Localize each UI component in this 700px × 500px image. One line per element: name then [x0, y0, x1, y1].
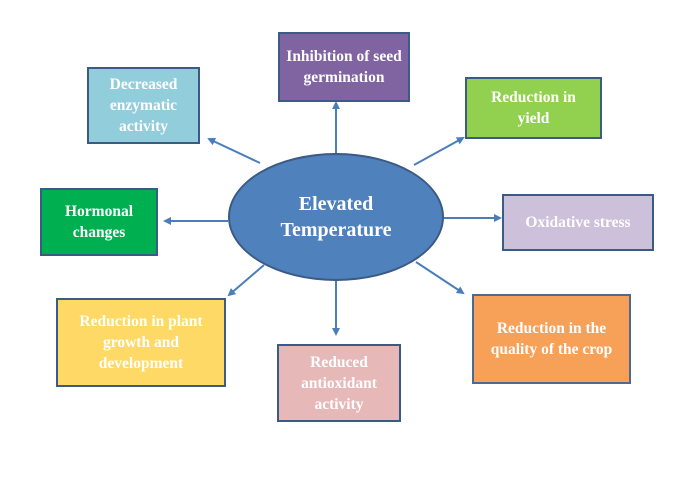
- effect-label: Hormonal changes: [64, 203, 134, 241]
- center-label-line2: Temperature: [280, 219, 392, 241]
- effect-label: Reduction in the quality of the crop: [490, 320, 613, 358]
- effect-label: Reduction in yield: [491, 89, 576, 127]
- effect-box-inhibition-of-seed-germination: Inhibition of seed germination: [278, 32, 410, 102]
- center-node-elevated-temperature: Elevated Temperature: [228, 153, 444, 281]
- effect-box-decreased-enzymatic-activity: Decreased enzymatic activity: [87, 67, 200, 144]
- effect-box-hormonal-changes: Hormonal changes: [40, 188, 158, 256]
- center-label-line1: Elevated: [298, 193, 374, 215]
- arrow-to-reduction-in-plant-growth: [227, 264, 265, 297]
- arrow-to-decreased-enzymatic-activity: [207, 137, 261, 164]
- arrow-to-reduction-in-quality-of-crop: [415, 261, 465, 295]
- effect-box-reduced-antioxidant-activity: Reduced antioxidant activity: [277, 344, 401, 422]
- effect-box-reduction-in-yield: Reduction in yield: [465, 77, 602, 139]
- effect-label: Inhibition of seed germination: [286, 48, 402, 86]
- effect-label: Decreased enzymatic activity: [109, 76, 178, 135]
- arrow-to-reduction-in-yield: [413, 137, 465, 166]
- effect-label: Reduction in plant growth and developmen…: [79, 313, 203, 372]
- effect-label: Reduced antioxidant activity: [301, 353, 377, 413]
- effect-box-oxidative-stress: Oxidative stress: [502, 194, 654, 251]
- effect-box-reduction-in-plant-growth-and-development: Reduction in plant growth and developmen…: [56, 298, 226, 387]
- effect-box-reduction-in-quality-of-crop: Reduction in the quality of the crop: [472, 294, 631, 384]
- effect-label: Oxidative stress: [525, 214, 631, 231]
